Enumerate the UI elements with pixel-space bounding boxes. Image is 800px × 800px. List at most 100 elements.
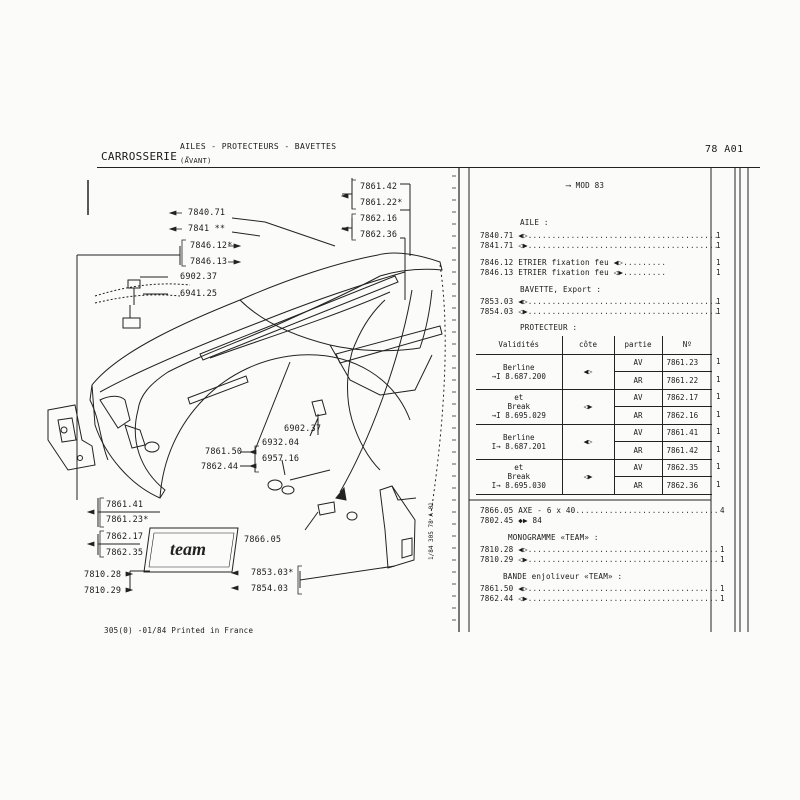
prot-qty: 1 [716, 410, 721, 419]
label-7854-03: 7854.03 [251, 584, 289, 594]
side-right-icon: ◁▶ [583, 472, 593, 481]
table-row: Berline →I 8.687.200 ◀▷ AV 7861.23 [476, 353, 712, 390]
arrow-right-icon: →I [491, 411, 501, 420]
label-7862-36: 7862.36 [360, 230, 398, 240]
etrier-row-1: 7846.12 ETRIER fixation feu ◀▷......... [480, 258, 667, 267]
side-left-icon: ◀▷ [583, 437, 593, 446]
col-validites: Validités [476, 336, 562, 355]
label-7810-29: 7810.29 [84, 586, 122, 596]
bande-qty-1: 1 [720, 584, 725, 593]
part-ar-icon: AR [614, 441, 663, 460]
arrow-from-icon: I→ [491, 481, 501, 490]
axe-sub-row: 7802.45 ◆▶ 84 [480, 516, 543, 525]
mod-83-label: ⟶ MOD 83 [566, 181, 605, 190]
monogramme-row-1: 7810.28 ◀▷..............................… [480, 545, 719, 554]
print-footer: 305(0) -01/84 Printed in France [104, 626, 254, 635]
header-rule [97, 167, 760, 168]
label-7846-12: 7846.12* [190, 241, 233, 251]
side-right-icon: ◁▶ [518, 555, 528, 564]
arrow-right-icon: →I [491, 371, 501, 381]
aile-title: AILE : [520, 218, 549, 227]
side-left-icon: ◀▷ [518, 297, 528, 306]
bavette-row-1: 7853.03 ◀▷..............................… [480, 297, 719, 306]
part-ar-icon: AR [614, 371, 663, 390]
part-number: 7862.16 [661, 406, 712, 425]
validity-cell: Berline I→ 8.687.201 [476, 423, 563, 460]
monogramme-row-2: 7810.29 ◁▶..............................… [480, 555, 719, 564]
axe-qty: 4 [720, 506, 725, 515]
monogramme-qty-2: 1 [720, 555, 725, 564]
part-number: 7862.35 [661, 458, 712, 477]
prot-qty: 1 [716, 357, 721, 366]
aile-row-2: 7841.71 ◁▶..............................… [480, 241, 719, 250]
bavette-qty-1: 1 [716, 297, 721, 306]
label-6941-25: 6941.25 [180, 289, 218, 299]
part-number: 7861.22 [661, 371, 712, 390]
label-6902-37-side: 6902.37 [284, 424, 322, 434]
side-right-icon: ◁▶ [518, 307, 528, 316]
col-no: Nº [661, 336, 712, 355]
label-7861-42: 7861.42 [360, 182, 398, 192]
prot-qty: 1 [716, 375, 721, 384]
part-number: 7862.17 [661, 388, 712, 407]
label-7861-41: 7861.41 [106, 500, 144, 510]
col-cote: côte [561, 336, 614, 355]
arrow-from-icon: I→ [491, 441, 501, 451]
prot-qty: 1 [716, 445, 721, 454]
etrier-qty-2: 1 [716, 268, 721, 277]
side-cell: ◁▶ [561, 458, 615, 495]
part-av-icon: AV [613, 423, 663, 442]
table-row: AR 7862.36 [476, 476, 712, 495]
protecteur-title: PROTECTEUR : [520, 323, 578, 332]
prot-qty: 1 [716, 462, 721, 471]
section-title: CARROSSERIE - [101, 150, 191, 163]
bande-qty-2: 1 [720, 594, 725, 603]
side-left-icon: ◀▷ [518, 545, 528, 554]
part-av-icon: AV [613, 388, 663, 407]
side-right-icon: ◁▶ [518, 594, 528, 603]
side-cell: ◀▷ [561, 423, 615, 460]
side-right-icon: ◁▶ [613, 268, 624, 277]
bavette-qty-2: 1 [716, 307, 721, 316]
aile-qty-1: 1 [716, 231, 721, 240]
side-left-icon: ◀▷ [613, 258, 624, 267]
label-7861-23: 7861.23* [106, 515, 149, 525]
arrow-right-icon: ◆▶ [518, 516, 528, 525]
table-row: AR 7861.42 [476, 441, 712, 460]
label-7862-16: 7862.16 [360, 214, 398, 224]
axe-row: 7866.05 AXE - 6 x 40....................… [480, 506, 719, 515]
monogramme-qty-1: 1 [720, 545, 725, 554]
validity-cell: Berline →I 8.687.200 [476, 353, 563, 390]
table-row: AR 7862.16 [476, 406, 712, 425]
prot-qty: 1 [716, 427, 721, 436]
table-row: AR 7861.22 [476, 371, 712, 390]
part-av-icon: AV [613, 458, 663, 477]
part-number: 7861.23 [661, 353, 712, 372]
section-subtitle: AILES - PROTECTEURS - BAVETTES [180, 142, 337, 151]
label-7862-17: 7862.17 [106, 532, 144, 542]
label-7861-50: 7861.50 [205, 447, 243, 457]
label-7810-28: 7810.28 [84, 570, 122, 580]
page-code: 78 A01 [705, 144, 744, 155]
table-row: Berline I→ 8.687.201 ◀▷ AV 7861.41 [476, 423, 712, 460]
bavette-title: BAVETTE, Export : [520, 285, 602, 294]
label-6957-16: 6957.16 [262, 454, 300, 464]
side-right-icon: ◁▶ [518, 241, 528, 250]
aile-qty-2: 1 [716, 241, 721, 250]
label-7862-35: 7862.35 [106, 548, 144, 558]
label-7861-22: 7861.22* [360, 198, 403, 208]
label-6932-04: 6932.04 [262, 438, 300, 448]
bande-row-2: 7862.44 ◁▶..............................… [480, 594, 719, 603]
side-right-icon: ◁▶ [583, 402, 593, 411]
part-av-icon: AV [613, 353, 663, 372]
label-7866-05: 7866.05 [244, 535, 282, 545]
part-number: 7861.41 [661, 423, 712, 442]
label-6902-37-top: 6902.37 [180, 272, 218, 282]
col-partie: partie [613, 336, 662, 355]
label-7862-44: 7862.44 [201, 462, 239, 472]
prot-qty: 1 [716, 392, 721, 401]
arrow-right-icon: ⟶ [566, 181, 571, 190]
table-row: et Break →I 8.695.029 ◁▶ AV 7862.17 [476, 388, 712, 425]
side-cell: ◁▶ [561, 388, 615, 425]
